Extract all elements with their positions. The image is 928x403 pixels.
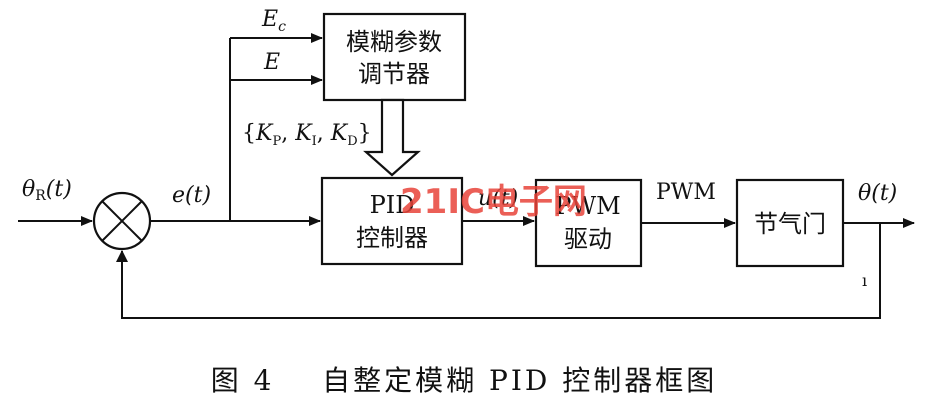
pid-label-line2: 控制器 — [356, 224, 428, 252]
control-signal-label: u(t) — [478, 186, 518, 211]
svg-text:21IC电子网: 21IC电子网 — [400, 182, 587, 222]
e-signal-label: E — [263, 50, 280, 75]
pwm-label-line2: 驱动 — [564, 225, 612, 253]
throttle-label: 节气门 — [754, 210, 826, 238]
output-signal-label: θ(t) — [858, 181, 897, 206]
fuzzy-tuner-block — [322, 12, 467, 102]
throttle-block — [735, 178, 845, 268]
pid-controller-block — [320, 176, 464, 266]
feedback-line — [121, 223, 881, 319]
fuzzy-label-line1: 模糊参数 — [346, 28, 442, 56]
summing-junction — [92, 191, 152, 251]
pwm-label-line1: PWM — [555, 192, 620, 220]
figure-caption: 图 4 自整定模糊 PID 控制器框图 — [211, 364, 717, 397]
error-signal-label: e(t) — [172, 183, 211, 208]
pwm-signal-label: PWM — [656, 180, 716, 205]
fuzzy-label-line2: 调节器 — [358, 60, 430, 88]
param-hollow-arrow — [363, 98, 421, 177]
pid-label-line1: PID — [370, 191, 415, 219]
watermark-logo: 21IC电子网 — [400, 182, 587, 222]
feedback-mark: ı — [862, 271, 867, 290]
ec-signal-label: Ec — [261, 7, 286, 35]
feedback-arrowhead — [116, 250, 128, 262]
pwm-driver-block — [534, 178, 643, 268]
pid-params-label: {KP, KI, KD} — [242, 121, 372, 149]
input-signal-label: θR(t) — [22, 177, 72, 204]
